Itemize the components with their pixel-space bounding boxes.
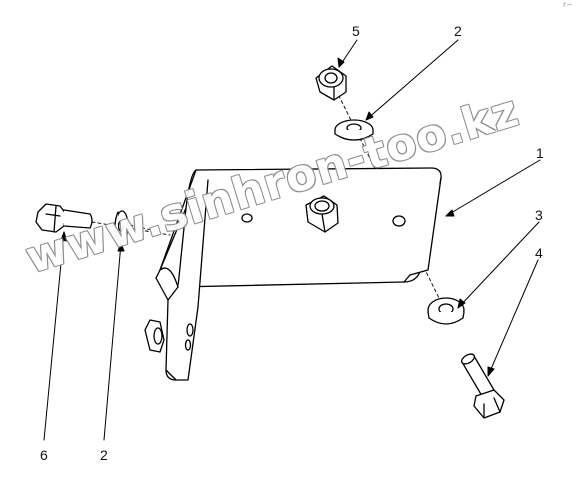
callout-4: 4 xyxy=(535,245,543,261)
bolt-part-4 xyxy=(460,353,505,419)
bolt-part-6 xyxy=(35,203,93,233)
mounted-nut xyxy=(305,195,339,233)
leader-lines xyxy=(43,39,541,441)
callout-6: 6 xyxy=(40,447,48,463)
washer-top-part-2 xyxy=(334,119,374,141)
washer-left-part-2 xyxy=(114,210,129,242)
callout-1: 1 xyxy=(536,145,544,161)
corner-mark: r~ xyxy=(563,0,573,9)
bracket-part-1 xyxy=(155,167,442,381)
nut-part-5 xyxy=(315,65,347,101)
callout-2-bottom: 2 xyxy=(100,447,108,463)
callout-5: 5 xyxy=(352,23,360,39)
callout-3: 3 xyxy=(535,207,543,223)
side-nut xyxy=(144,319,165,353)
washer-part-3 xyxy=(427,297,465,325)
callout-2-top: 2 xyxy=(454,23,462,39)
